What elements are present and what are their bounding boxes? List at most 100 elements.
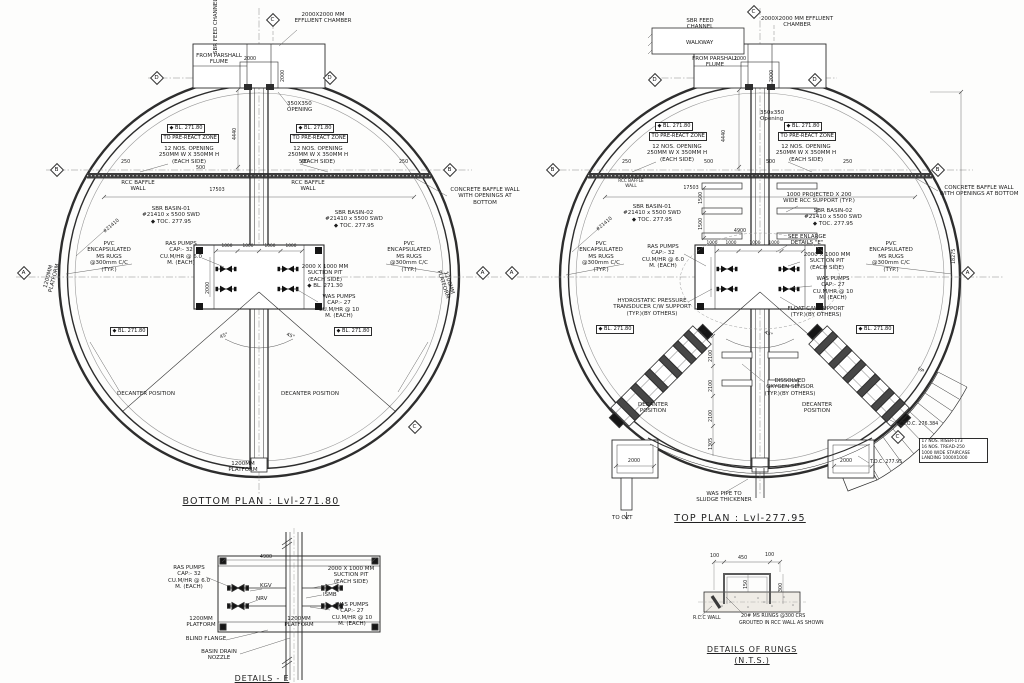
dim-1000: 1000 <box>725 241 737 246</box>
dim-150: 150 <box>744 579 749 589</box>
dim-17503: 17503 <box>209 188 225 193</box>
left-plan-leaders <box>65 29 449 393</box>
top-plan-title: TOP PLAN : Lvl-277.95 <box>674 513 806 524</box>
dim-1000: 1000 <box>768 241 780 246</box>
label-concrete-baffle: CONCRETE BAFFLE WALL WITH OPENINGS AT BO… <box>939 185 1019 198</box>
label-ras-pumps: RAS PUMPS CAP:- 32 CU.M/HR @ 6.0 M. (EAC… <box>642 244 684 270</box>
dim-1500: 1500 <box>699 217 704 230</box>
label-suction-pit: 2000 X 1000 MM SUCTION PIT (EACH SIDE) ◆… <box>301 264 349 290</box>
label-bl-271-80: ◆ BL. 271.80 <box>596 325 634 334</box>
label-rcc-baffle-wall: RCC BAFFLE WALL <box>291 180 325 193</box>
label-sbr-basin-01: SBR BASIN-01 #21410 x 5500 SWD ◆ TOC. 27… <box>623 204 681 223</box>
label-kgv: KGV <box>260 583 272 589</box>
label-ras-pumps: RAS PUMPS CAP:- 32 CU.M/HR @ 6.0 M. (EAC… <box>160 241 202 267</box>
label-bl-271-80: ◆ BL. 271.80 <box>110 327 148 336</box>
label-platform-1200: 1200MM PLATFORM <box>228 461 258 474</box>
dim-500: 500 <box>766 160 776 165</box>
detail-e-linework <box>205 528 381 682</box>
dim-2100: 2100 <box>709 409 714 422</box>
dim-4900: 4900 <box>259 555 273 560</box>
label-opening-350: 350X350 OPENING <box>287 101 313 114</box>
section-marker-c: C <box>265 12 280 27</box>
section-marker-c: C <box>407 419 422 434</box>
label-was-pumps: WAS PUMPS CAP:- 27 CU.M/HR @ 10 M. (EACH… <box>318 294 360 320</box>
dim-2000: 2000 <box>243 57 257 62</box>
dim-500: 500 <box>299 160 309 165</box>
section-marker-a: A <box>960 265 975 280</box>
section-marker-c: C <box>746 4 761 19</box>
dim-2100: 2100 <box>709 379 714 392</box>
section-marker-b: B <box>930 162 945 177</box>
rungs-linework <box>698 559 806 618</box>
label-bl-271-80: ◆ BL. 271.80 <box>856 325 894 334</box>
dim-4900: 4900 <box>733 229 747 234</box>
label-decanter-position: DECANTER POSITION <box>637 402 669 415</box>
dim-1000: 1000 <box>706 241 718 246</box>
section-marker-d: D <box>807 72 822 87</box>
dim-2100: 2100 <box>709 349 714 362</box>
rungs-title: DETAILS OF RUNGS <box>706 645 798 654</box>
label-pvc-rugs: PVC ENCAPSULATED MS RUGS @300mm C/C (TYP… <box>387 241 431 273</box>
dim-18275: 18275 <box>952 248 957 264</box>
label-from-parshall: FROM PARSHALL FLUME <box>196 53 242 66</box>
dim-250: 250 <box>121 160 131 165</box>
right-plan-extras <box>565 27 968 520</box>
label-bl-271-80: ◆ BL. 271.80 <box>334 327 372 336</box>
section-marker-b: B <box>49 162 64 177</box>
label-bl-271-80: ◆ BL. 271.80 <box>167 124 205 133</box>
dim-4440: 4440 <box>722 129 727 142</box>
label-openings-note: 12 NOS. OPENING 250MM W X 350MM H (EACH … <box>646 144 708 163</box>
label-was-pumps: WAS PUMPS CAP:- 27 CU.M/HR @ 10 M. (EACH… <box>812 276 854 302</box>
label-basin-drain: BASIN DRAIN NOZZLE <box>201 649 237 662</box>
dim-1305: 1305 <box>709 437 714 450</box>
section-marker-d: D <box>149 70 164 85</box>
label-float-support: FLOAT C/W SUPPORT (TYP.)(BY OTHERS) <box>787 306 845 319</box>
dim-1000: 1000 <box>221 244 233 249</box>
label-effluent-chamber: 2000X2000 MM EFFLUENT CHAMBER <box>760 16 834 29</box>
label-decanter-position: DECANTER POSITION <box>116 391 176 397</box>
label-suction-pit: 2000 X 1000 MM SUCTION PIT (EACH SIDE) <box>327 566 375 585</box>
label-sbr-basin-02: SBR BASIN-02 #21410 x 5500 SWD ◆ TOC. 27… <box>804 208 862 227</box>
label-ismb: ISMB <box>323 592 337 598</box>
label-decanter-position: DECANTER POSITION <box>801 402 833 415</box>
label-openings-note: 12 NOS. OPENING 250MM W X 350MM H (EACH … <box>287 146 349 165</box>
label-rungs-note-2: GROUTED IN RCC WALL AS SHOWN <box>739 621 824 626</box>
label-from-parshall: FROM PARSHALL FLUME <box>692 56 738 69</box>
label-rcc-baffle-wall: RCC BAFFLE WALL <box>121 180 155 193</box>
label-rungs-note-1: 20# MS RUNGS @300 CRS <box>741 614 806 619</box>
label-to-cct: TO CCT <box>612 515 633 521</box>
label-openings-note: 12 NOS. OPENING 250MM W X 350MM H (EACH … <box>158 146 220 165</box>
label-effluent-chamber: 2000X2000 MM EFFLUENT CHAMBER <box>294 12 352 25</box>
dim-2000: 2000 <box>839 459 853 464</box>
dim-2000: 2000 <box>627 459 641 464</box>
label-bl-271-80: ◆ BL. 271.80 <box>784 122 822 131</box>
label-platform-1200: 1200MM PLATFORM <box>284 616 314 629</box>
section-marker-a: A <box>16 265 31 280</box>
dim-4440: 4440 <box>233 127 238 140</box>
label-was-pipe: WAS PIPE TO SLUDGE THICKENER <box>696 491 752 504</box>
dim-1000: 1000 <box>264 244 276 249</box>
dim-300: 300 <box>779 582 784 592</box>
label-rcc-baffle-wall: RCC BAFFLE WALL <box>618 178 644 188</box>
dim-100: 100 <box>765 553 775 558</box>
label-openings-note: 12 NOS. OPENING 250MM W X 350MM H (EACH … <box>775 144 837 163</box>
rungs-nts: (N.T.S.) <box>734 656 770 665</box>
dim-500: 500 <box>704 160 714 165</box>
section-marker-c: C <box>890 429 905 444</box>
dim-1000: 1000 <box>242 244 254 249</box>
section-marker-b: B <box>442 162 457 177</box>
label-blind-flange: BLIND FLANGE <box>185 636 227 642</box>
dim-17503: 17503 <box>683 186 699 191</box>
dim-250: 250 <box>843 160 853 165</box>
dim-2000-v: 2000 <box>281 69 286 82</box>
dim-1000: 1000 <box>749 241 761 246</box>
dim-250: 250 <box>399 160 409 165</box>
label-see-enlarge: SEE ENLARGE DETAILS "E" <box>787 234 827 247</box>
label-pvc-rugs: PVC ENCAPSULATED MS RUGS @300mm C/C (TYP… <box>869 241 913 273</box>
section-marker-a: A <box>504 265 519 280</box>
dim-1000: 1000 <box>285 244 297 249</box>
dim-1500: 1500 <box>699 191 704 204</box>
label-platform-1200: 1200MM PLATFORM <box>186 616 216 629</box>
label-do-sensor: DISSOLVED OXYGEN SENSOR (TYP.)(BY OTHERS… <box>764 378 816 397</box>
dim-500: 500 <box>196 166 206 171</box>
